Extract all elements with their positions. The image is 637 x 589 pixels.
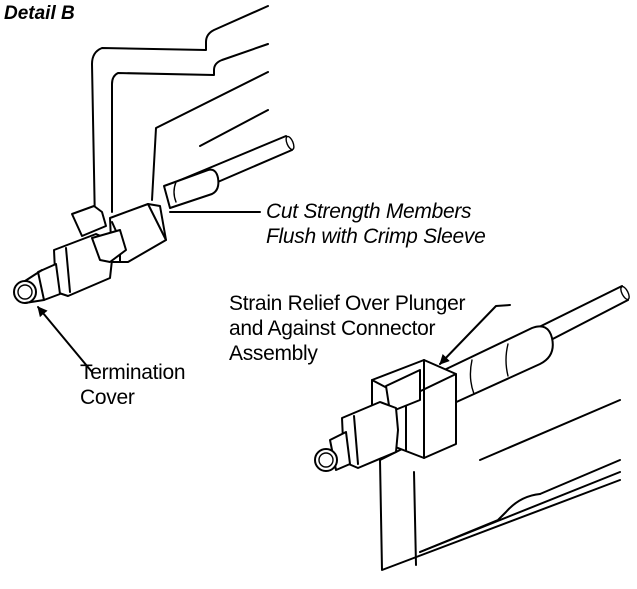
lower-connector xyxy=(314,401,399,472)
upper-crimp-sleeve xyxy=(163,168,220,209)
strain-relief-leader xyxy=(439,304,511,365)
upper-bracket xyxy=(91,5,269,226)
upper-connector xyxy=(13,229,127,304)
strain-relief-label: Strain Relief Over Plunger and Against C… xyxy=(229,292,466,365)
lower-strain-relief xyxy=(439,325,554,405)
cut-strength-members-label: Cut Strength Members Flush with Crimp Sl… xyxy=(266,200,486,248)
detail-title: Detail B xyxy=(4,3,75,24)
termination-cover-leader xyxy=(37,306,93,373)
termination-cover-label: Termination Cover xyxy=(80,361,186,409)
